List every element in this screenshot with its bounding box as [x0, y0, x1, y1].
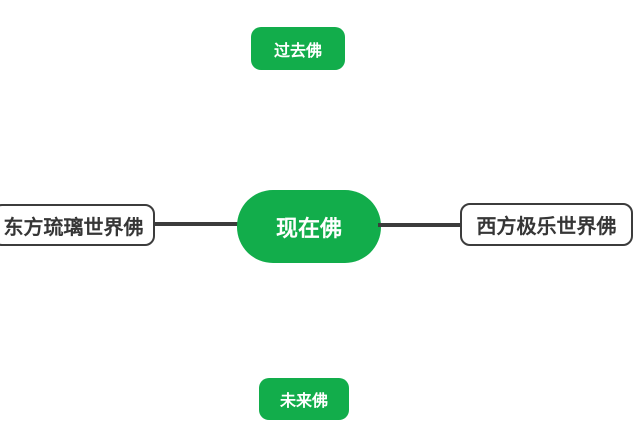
node-future-buddha[interactable]: 未来佛 [259, 378, 349, 420]
node-eastern-lapis-world-buddha[interactable]: 东方琉璃世界佛 [0, 204, 155, 246]
node-past-buddha[interactable]: 过去佛 [251, 27, 345, 70]
node-present-buddha-root[interactable]: 现在佛 [237, 190, 381, 263]
connector-line-center-to-west [378, 223, 463, 227]
connector-line-east-to-center [153, 222, 241, 226]
node-western-paradise-world-buddha[interactable]: 西方极乐世界佛 [460, 203, 633, 246]
